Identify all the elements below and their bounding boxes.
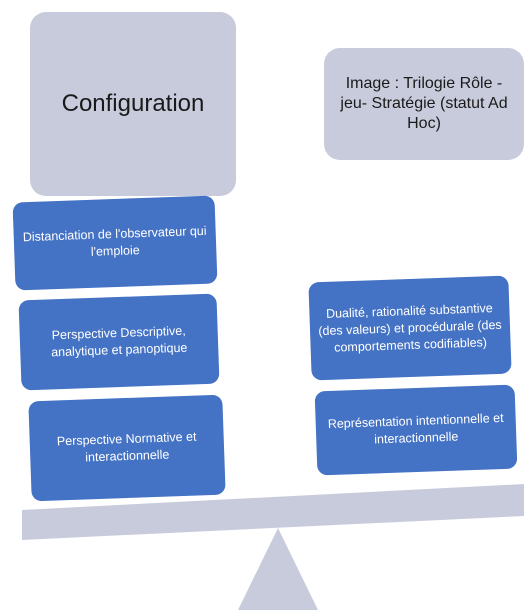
fulcrum-triangle (238, 528, 318, 610)
configuration-header-label: Configuration (61, 90, 205, 117)
image-header-label: Image : Trilogie Rôle - jeu- Stratégie (… (340, 75, 508, 132)
configuration-header-box: Configuration (30, 12, 236, 196)
beam-bar (22, 484, 524, 540)
image-header-box: Image : Trilogie Rôle - jeu- Stratégie (… (324, 48, 524, 160)
